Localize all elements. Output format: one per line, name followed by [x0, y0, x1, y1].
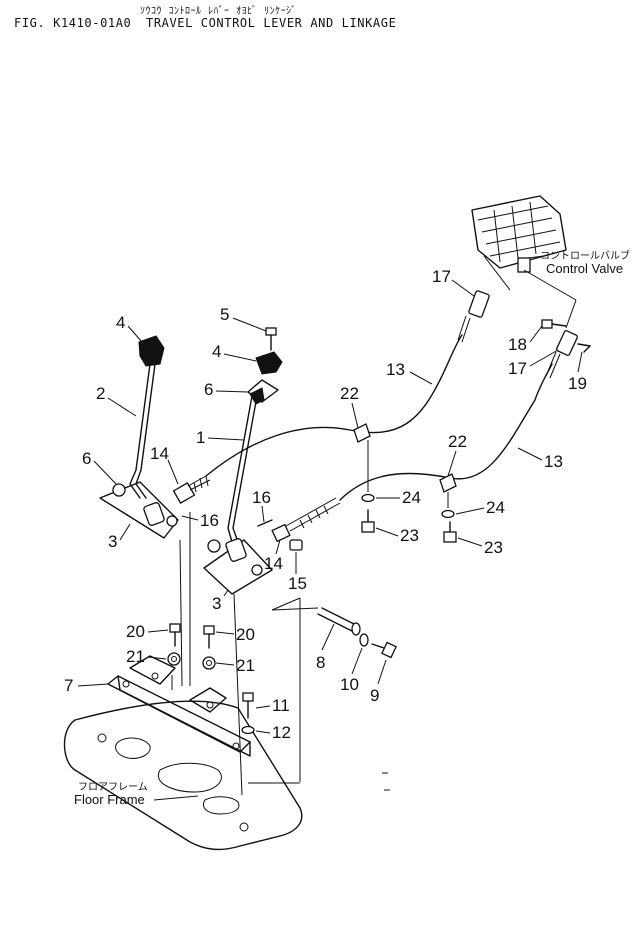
part-label-11: 11 [272, 696, 290, 715]
part-label-4-top: 4 [212, 342, 221, 361]
bracket-3-left [99, 481, 179, 539]
control-valve [471, 195, 577, 301]
knob-4-top [255, 351, 283, 375]
part-label-8: 8 [316, 653, 325, 672]
part-label-15: 15 [288, 574, 307, 593]
plate-6-top [247, 379, 279, 403]
clip-19 [577, 343, 591, 353]
part-label-2: 2 [96, 384, 105, 403]
part-label-18: 18 [508, 335, 527, 354]
part-label-21: 21 [126, 647, 145, 666]
pin-15 [289, 539, 303, 551]
part-label-13-right: 13 [544, 452, 563, 471]
cable-end-17-left [457, 290, 490, 343]
lever-1 [227, 387, 265, 543]
part-label-16-right: 16 [252, 488, 271, 507]
control-valve-label: Control Valve [546, 261, 623, 276]
part-label-20: 20 [126, 622, 145, 641]
nut-21-left [167, 652, 181, 666]
part-label-16: 16 [200, 511, 219, 530]
part-label-20-right: 20 [236, 625, 255, 644]
clamp-22-left [353, 423, 371, 443]
part-label-14: 14 [150, 444, 169, 463]
washer-10 [359, 633, 369, 647]
part-label-17: 17 [432, 267, 451, 286]
floor-frame-label-jp: フロアフレーム [78, 781, 148, 793]
cable-end-14-right [271, 497, 341, 543]
bolt-11 [242, 692, 254, 719]
washer-24-left [361, 493, 375, 503]
cable-end-14-left [172, 475, 211, 504]
part-label-17-right: 17 [508, 359, 527, 378]
floor-frame [63, 700, 303, 851]
part-label-9: 9 [370, 686, 379, 705]
figure-number: FIG. K1410-01A0 [14, 16, 132, 30]
bolt-23-left [361, 509, 375, 533]
cable-end-17-right [545, 330, 578, 379]
part-label-22-right: 22 [448, 432, 467, 451]
part-label-24-right: 24 [486, 498, 505, 517]
cable-13-left [205, 334, 463, 477]
assembly-lines [171, 299, 577, 796]
japanese-title: ｿｳｺｳ ｺﾝﾄﾛｰﾙ ﾚﾊﾞｰ ｵﾖﾋﾞ ﾘﾝｹｰｼﾞ [140, 6, 297, 17]
part-label-19: 19 [568, 374, 587, 393]
cable-13-right [339, 363, 553, 501]
part-label-3: 3 [108, 532, 117, 551]
bolt-5 [265, 327, 277, 351]
bolt-9 [371, 641, 397, 659]
figure-title: TRAVEL CONTROL LEVER AND LINKAGE [146, 16, 397, 30]
part-label-6: 6 [82, 449, 91, 468]
washer-12 [241, 725, 255, 735]
bolt-23-right [443, 521, 457, 543]
pin-16 [257, 519, 273, 527]
part-label-5: 5 [220, 305, 229, 324]
part-label-3-right: 3 [212, 594, 221, 613]
part-label-10: 10 [340, 675, 359, 694]
part-label-23: 23 [400, 526, 419, 545]
bolt-20-left [169, 623, 181, 647]
pin-18 [541, 319, 567, 329]
part-label-7: 7 [64, 676, 73, 695]
part-label-24: 24 [402, 488, 421, 507]
nut-21-right [202, 656, 216, 670]
part-label-6-top: 6 [204, 380, 213, 399]
part-label-13: 13 [386, 360, 405, 379]
part-label-12: 12 [272, 723, 291, 742]
part-label-4: 4 [116, 313, 125, 332]
bolt-20-right [203, 625, 215, 649]
bracket-3-right [203, 538, 273, 595]
rod-8 [317, 607, 361, 636]
washer-24-right [441, 509, 455, 519]
mounting-bracket [107, 655, 251, 757]
part-label-14-right: 14 [264, 554, 283, 573]
part-label-23-right: 23 [484, 538, 503, 557]
part-label-1: 1 [196, 428, 205, 447]
lever-2 [129, 335, 165, 499]
part-label-22: 22 [340, 384, 359, 403]
part-number-labels: 4 5 4 6 2 1 6 14 16 3 16 14 15 3 17 13 2… [64, 267, 587, 742]
control-valve-label-jp: コントロールバルブ [540, 249, 630, 262]
floor-frame-label: Floor Frame [74, 792, 145, 807]
part-label-21-right: 21 [236, 656, 255, 675]
